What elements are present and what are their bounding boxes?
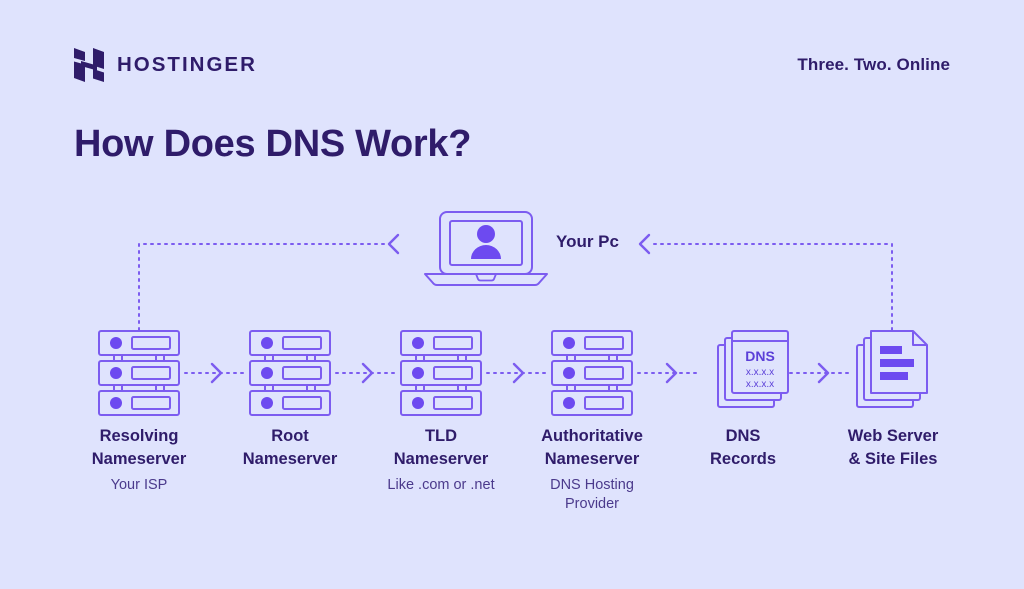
hostinger-h-logo-icon	[74, 48, 104, 82]
brand-lockup: HOSTINGER	[74, 48, 257, 82]
brand-wordmark: HOSTINGER	[117, 52, 257, 76]
chevron-left-arrow	[638, 233, 651, 255]
server-rack-icon-resolving	[98, 330, 180, 416]
web-files-icon	[856, 330, 928, 408]
dns-records-icon: DNS x.x.x.x x.x.x.x	[717, 330, 789, 408]
node-label-resolving-nameserver: Resolving Nameserver Your ISP	[39, 425, 239, 495]
laptop-user-icon	[424, 211, 548, 286]
node-title: Web Server & Site Files	[847, 427, 939, 468]
server-rack-icon-tld	[400, 330, 482, 416]
node-title: Root Nameserver	[242, 427, 338, 468]
node-subtitle: DNS Hosting Provider	[550, 476, 634, 513]
node-label-authoritative-nameserver: Authoritative Nameserver DNS Hosting Pro…	[492, 425, 692, 515]
return-path-left	[138, 233, 400, 331]
dns-doc-heading: DNS	[745, 348, 775, 364]
dns-doc-line1: x.x.x.x	[746, 367, 774, 378]
client-label: Your Pc	[556, 232, 619, 251]
node-label-dns-records: DNS Records	[643, 425, 843, 476]
header: HOSTINGER Three. Two. Online	[74, 44, 950, 86]
return-path-right	[638, 233, 893, 331]
dns-doc-line2: x.x.x.x	[746, 379, 774, 390]
node-subtitle: Your ISP	[110, 476, 168, 493]
server-rack-icon-authoritative	[551, 330, 633, 416]
node-title: Resolving Nameserver	[91, 427, 187, 468]
page-title: How Does DNS Work?	[74, 123, 472, 165]
brand-tagline: Three. Two. Online	[797, 55, 950, 74]
node-title: TLD Nameserver	[393, 427, 489, 468]
node-label-web-server: Web Server & Site Files	[793, 425, 993, 476]
node-title: Authoritative Nameserver	[541, 427, 643, 468]
forward-flow-connectors	[184, 362, 853, 384]
node-subtitle: Like .com or .net	[387, 476, 495, 493]
server-rack-icon-root	[249, 330, 331, 416]
node-label-root-nameserver: Root Nameserver	[190, 425, 390, 476]
node-title: DNS Records	[709, 427, 777, 468]
chevron-left-arrow-2	[387, 233, 400, 255]
node-label-tld-nameserver: TLD Nameserver Like .com or .net	[341, 425, 541, 495]
